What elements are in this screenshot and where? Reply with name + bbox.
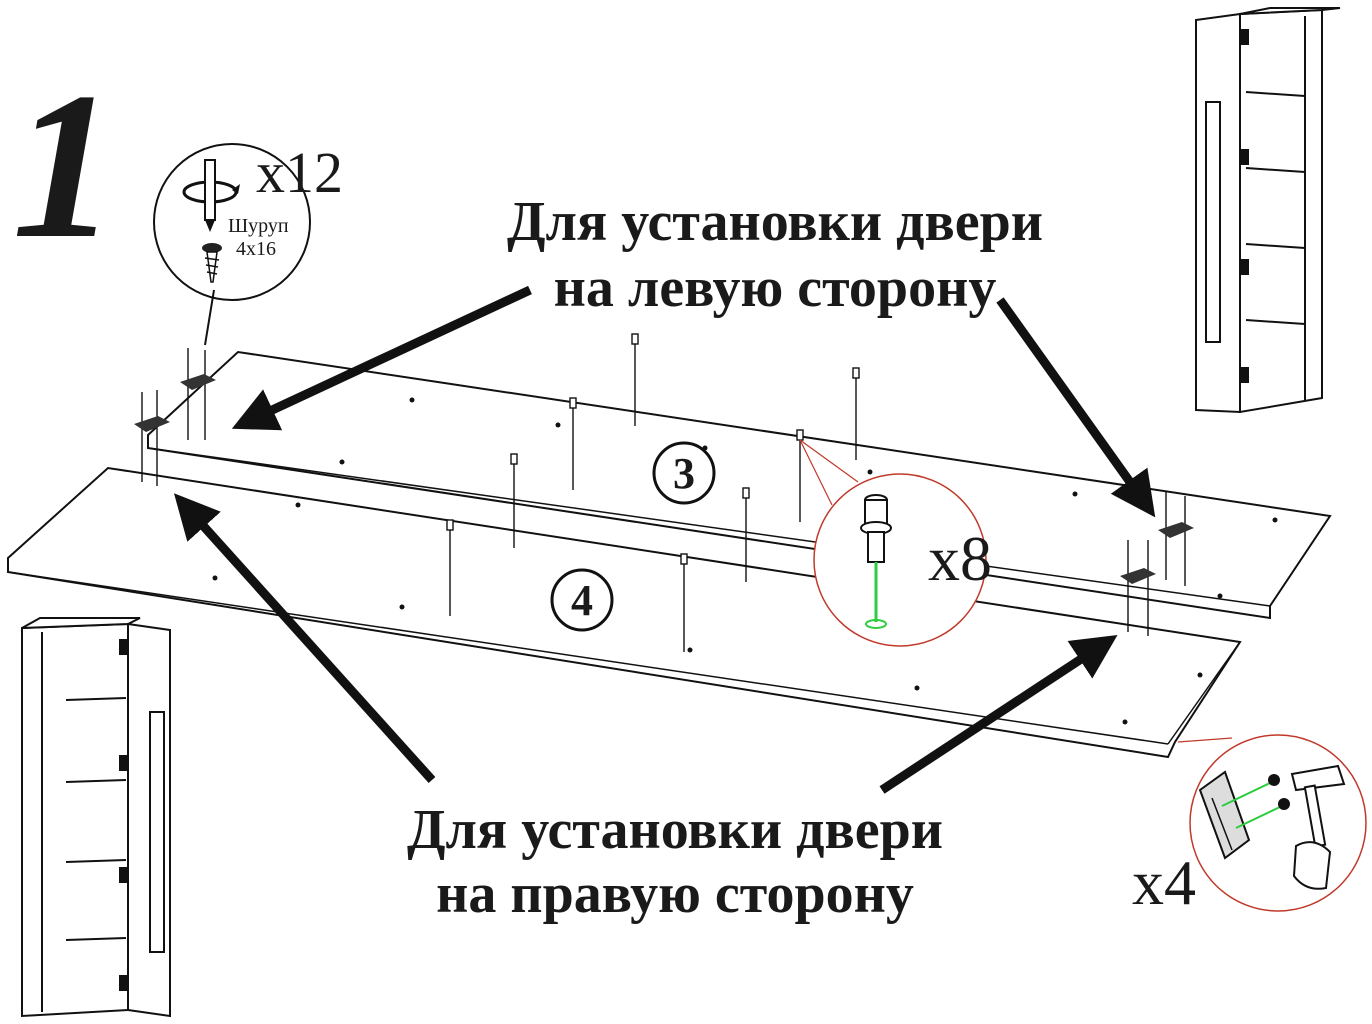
arrow-to-left-hinges (231, 285, 532, 431)
dowel-icon (860, 494, 892, 629)
panel-4 (7, 466, 1242, 759)
dowel-guides (446, 333, 860, 652)
nail-icon (1221, 774, 1290, 829)
direction-arrows (173, 285, 1156, 794)
screw-quantity: x12 (256, 140, 343, 205)
hinge-icon (134, 416, 170, 432)
panel-3 (147, 350, 1332, 620)
right-side-label-line-2: на правую сторону (436, 863, 914, 925)
screw-callout: x12 Шуруп 4x16 (153, 140, 343, 346)
screw-size: 4x16 (236, 238, 276, 260)
nail-quantity: x4 (1132, 847, 1196, 918)
arrow-to-right-hinges-top (996, 297, 1156, 518)
left-side-label-line-2: на левую сторону (554, 257, 997, 319)
dowel-callout: x8 (799, 439, 992, 647)
panel-4-number: 4 (571, 576, 593, 625)
hinges-right (1120, 492, 1194, 636)
hinge-icon (1158, 522, 1194, 538)
panel-4-holes (212, 502, 1203, 725)
dowel-quantity: x8 (928, 523, 992, 594)
right-side-label-line-1: Для установки двери (407, 799, 943, 861)
left-side-label-line-1: Для установки двери (507, 191, 1043, 253)
screw-icon (202, 243, 222, 283)
panel-3-label: 3 (652, 441, 716, 505)
arrow-to-right-hinges-bottom (879, 635, 1118, 794)
panel-3-number: 3 (673, 449, 695, 498)
arrow-to-left-hinges-bottom (173, 493, 436, 784)
hinge-icon (180, 374, 216, 390)
screw-name: Шуруп (228, 215, 289, 237)
bracket-icon (1198, 770, 1251, 860)
cabinet-left-door-illustration (1195, 7, 1341, 414)
hinges-left (134, 348, 216, 486)
hammer-icon (1290, 764, 1346, 890)
panel-4-label: 4 (550, 568, 614, 632)
cabinet-right-door-illustration (21, 617, 171, 1018)
hinge-icon (1120, 568, 1156, 584)
nail-callout: x4 (1132, 734, 1367, 918)
step-number: 1 (12, 50, 117, 282)
screwdriver-icon (182, 159, 240, 232)
